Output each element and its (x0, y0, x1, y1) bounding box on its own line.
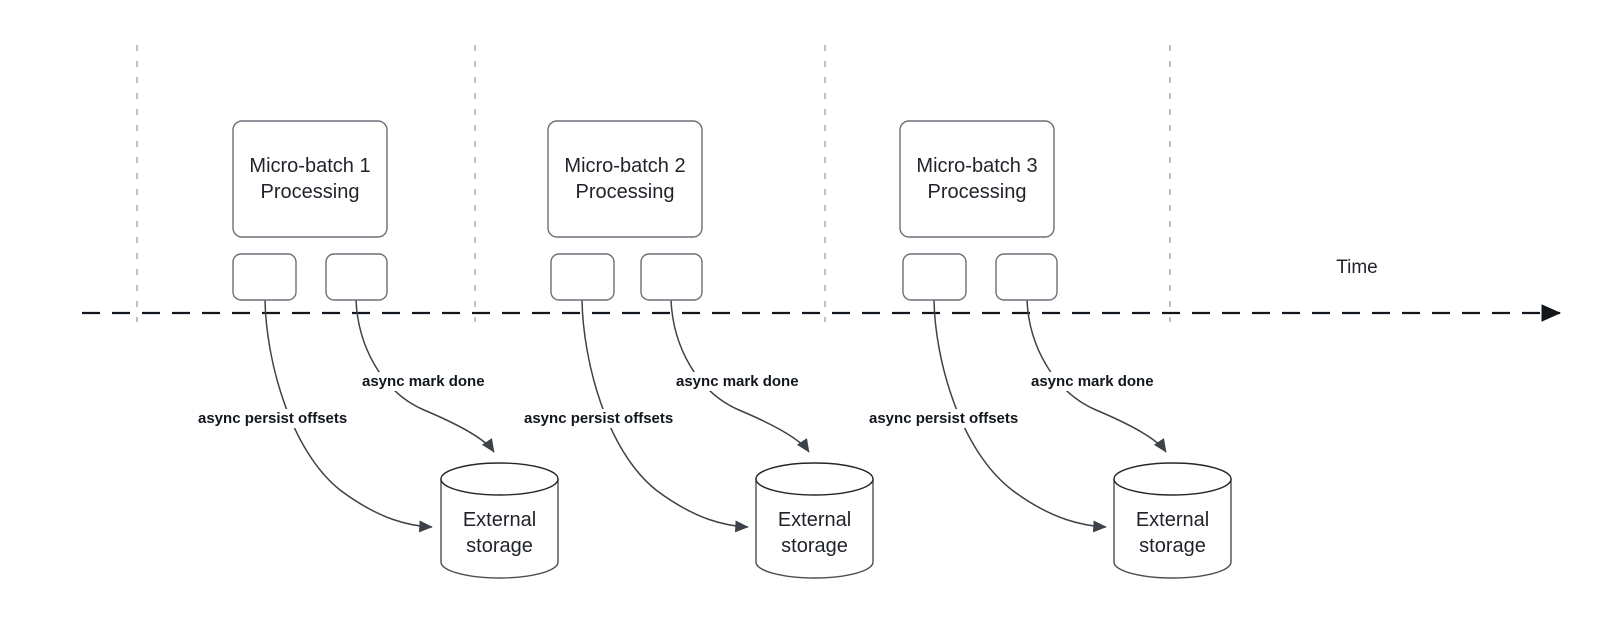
batch-2-box[interactable] (547, 120, 703, 238)
async-persist-offsets-3-label: async persist offsets (869, 410, 1018, 427)
batch-1-storage-label-line1: External (463, 509, 536, 531)
async-persist-offsets-2-label: async persist offsets (524, 410, 673, 427)
batch-3-storage-top[interactable] (1113, 462, 1232, 496)
task-box-1a[interactable] (232, 253, 297, 301)
batch-3-box[interactable] (899, 120, 1055, 238)
batch-2-storage-top[interactable] (755, 462, 874, 496)
batch-3-storage-label-line2: storage (1139, 535, 1206, 557)
async-mark-done-2-curve (670, 299, 810, 453)
async-mark-done-1-curve (355, 299, 495, 453)
async-persist-offsets-2-curve (581, 299, 749, 533)
async-persist-offsets-1-label: async persist offsets (198, 410, 347, 427)
batch-2-storage-label-line1: External (778, 509, 851, 531)
batch-2-storage-body (755, 478, 874, 579)
task-box-2b[interactable] (640, 253, 703, 301)
async-persist-offsets-3-label-bg (866, 409, 1040, 428)
batch-2-label-line1: Micro-batch 2 (564, 155, 685, 177)
async-mark-done-3-label-bg (1028, 372, 1154, 391)
batch-3-label-line2: Processing (928, 181, 1027, 203)
batch-1-storage-top[interactable] (440, 462, 559, 496)
async-mark-done-1-label: async mark done (362, 373, 485, 390)
batch-2-label-line2: Processing (576, 181, 675, 203)
batch-1-label-line1: Micro-batch 1 (249, 155, 370, 177)
batch-1-box[interactable] (232, 120, 388, 238)
async-persist-offsets-3-curve (933, 299, 1107, 533)
async-persist-offsets-1-label-bg (195, 409, 369, 428)
async-mark-done-3-label: async mark done (1031, 373, 1154, 390)
task-box-3a[interactable] (902, 253, 967, 301)
batch-1-label-line2: Processing (261, 181, 360, 203)
task-box-2a[interactable] (550, 253, 615, 301)
async-mark-done-2-label: async mark done (676, 373, 799, 390)
batch-2-storage-label-line2: storage (781, 535, 848, 557)
batch-1-storage-label-line2: storage (466, 535, 533, 557)
async-mark-done-3-curve (1026, 299, 1167, 453)
time-axis-label: Time (1336, 257, 1378, 278)
async-mark-done-1-label-bg (359, 372, 485, 391)
batch-3-storage-label-line1: External (1136, 509, 1209, 531)
batch-3-label-line1: Micro-batch 3 (916, 155, 1037, 177)
async-persist-offsets-2-label-bg (521, 409, 695, 428)
async-mark-done-2-label-bg (673, 372, 799, 391)
batch-3-storage-body (1113, 478, 1232, 579)
task-box-3b[interactable] (995, 253, 1058, 301)
task-box-1b[interactable] (325, 253, 388, 301)
async-persist-offsets-1-curve (264, 299, 433, 533)
batch-1-storage-body (440, 478, 559, 579)
